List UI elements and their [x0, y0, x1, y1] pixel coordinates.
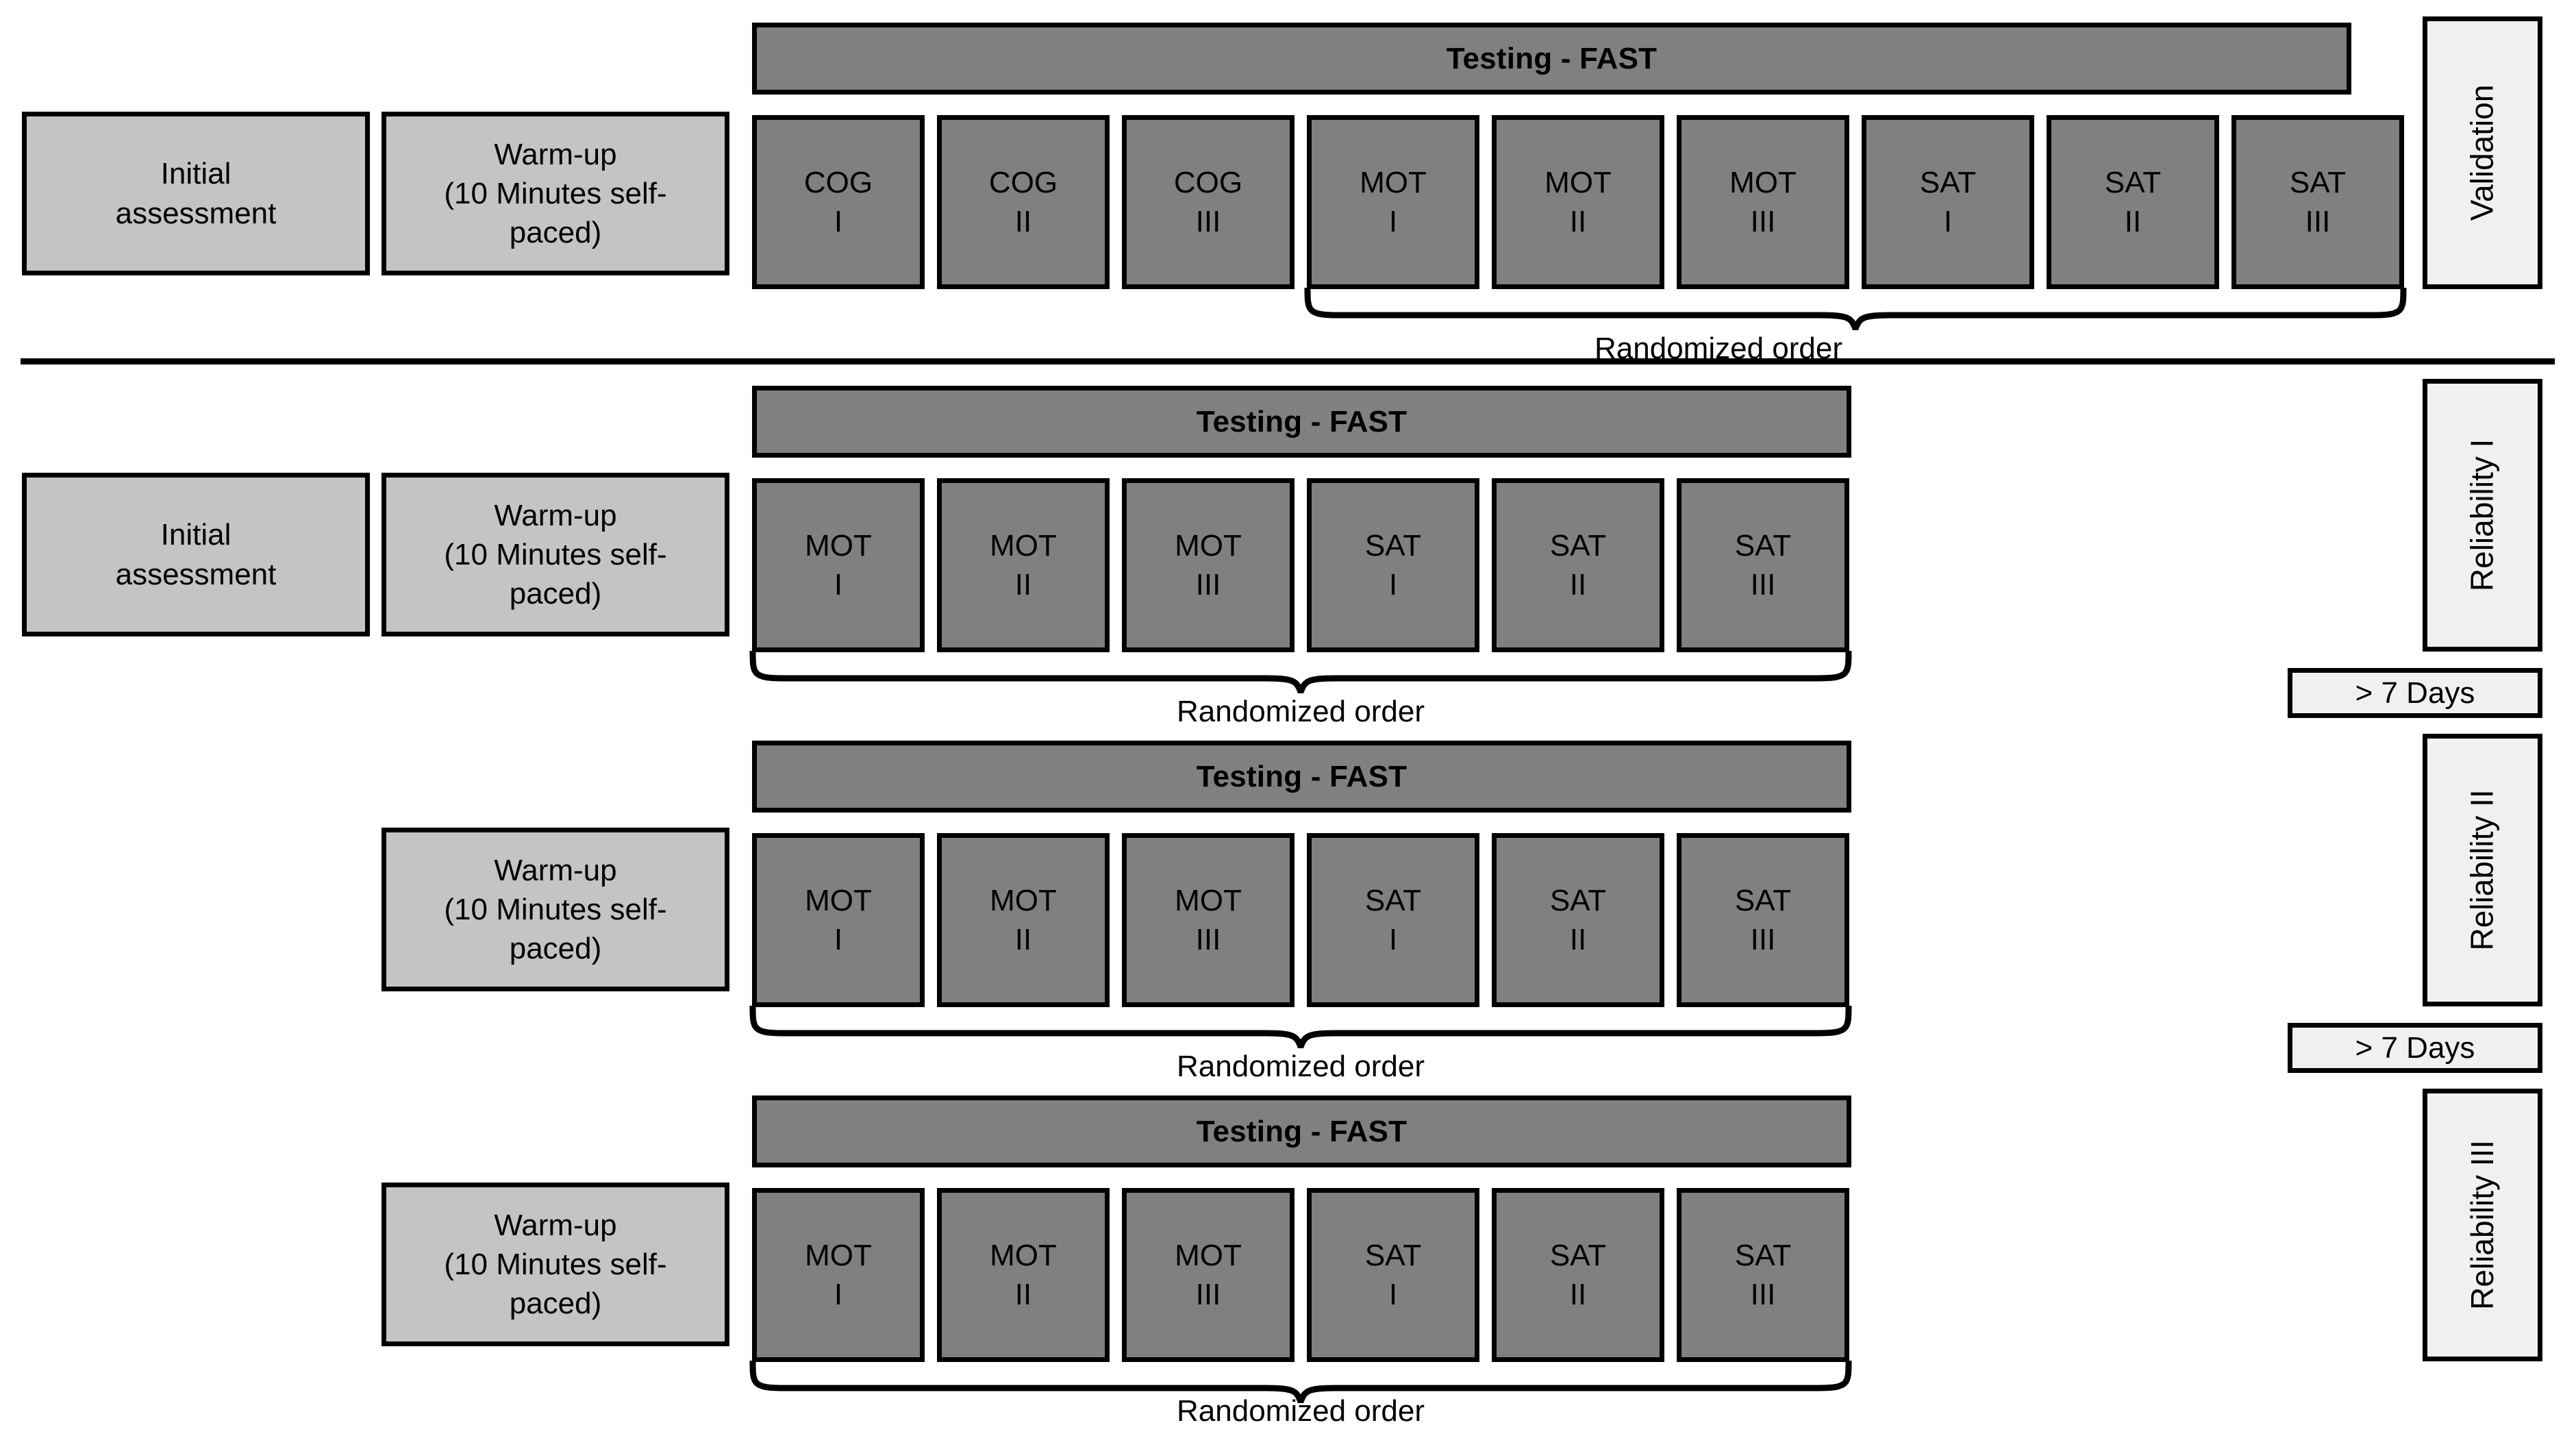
phase-box-reliability-3: Reliability III [2423, 1089, 2542, 1361]
task-block-mot-3: MOT III [1122, 833, 1295, 1007]
randomized-order-brace-reliability-1 [749, 651, 1853, 693]
task-block-label: SAT III [1734, 528, 1792, 602]
task-block-mot-1: MOT I [1307, 115, 1479, 289]
task-block-label: MOT I [805, 1238, 872, 1311]
warmup-box-reliability-2: Warm-up (10 Minutes self- paced) [382, 828, 729, 991]
phase-box-reliability-2: Reliability II [2423, 734, 2542, 1006]
randomized-order-brace-reliability-2 [749, 1006, 1853, 1048]
randomized-order-label-reliability-3: Randomized order [1177, 1394, 1425, 1428]
task-block-label: SAT III [1734, 1238, 1792, 1311]
phase-label-reliability-2: Reliability II [2464, 789, 2500, 951]
warmup-box-reliability-3: Warm-up (10 Minutes self- paced) [382, 1183, 729, 1346]
warmup-box-reliability-1: Warm-up (10 Minutes self- paced) [382, 473, 729, 636]
interval-label-2: > 7 Days [2355, 1030, 2475, 1065]
task-block-sat-2: SAT II [2047, 115, 2219, 289]
testing-fast-bar-validation: Testing - FAST [752, 23, 2351, 95]
warmup-box-validation: Warm-up (10 Minutes self- paced) [382, 112, 729, 275]
testing-fast-bar-reliability-1: Testing - FAST [752, 386, 1851, 458]
task-block-mot-2: MOT II [937, 833, 1110, 1007]
task-block-sat-1: SAT I [1307, 833, 1479, 1007]
task-block-cog-1: COG I [752, 115, 925, 289]
task-block-sat-2: SAT II [1492, 1188, 1664, 1362]
task-block-cog-2: COG II [937, 115, 1110, 289]
task-block-label: SAT III [2289, 165, 2347, 238]
task-block-label: MOT II [990, 528, 1057, 602]
task-block-sat-3: SAT III [1677, 833, 1849, 1007]
task-block-label: MOT III [1175, 1238, 1242, 1311]
task-block-label: SAT III [1734, 883, 1792, 956]
task-block-label: COG III [1173, 165, 1243, 238]
phase-label-reliability-3: Reliability III [2464, 1140, 2500, 1310]
warmup-label: Warm-up (10 Minutes self- paced) [444, 498, 667, 611]
task-block-cog-3: COG III [1122, 115, 1295, 289]
task-block-sat-2: SAT II [1492, 833, 1664, 1007]
testing-fast-label: Testing - FAST [1196, 404, 1408, 438]
initial-assessment-box-reliability-1: Initial assessment [22, 473, 370, 636]
randomized-order-label-reliability-1: Randomized order [1177, 695, 1425, 728]
task-block-label: MOT III [1729, 165, 1797, 238]
task-block-sat-2: SAT II [1492, 478, 1664, 652]
randomized-order-label-reliability-2: Randomized order [1177, 1050, 1425, 1083]
task-block-mot-2: MOT II [937, 1188, 1110, 1362]
interval-box-2: > 7 Days [2288, 1023, 2542, 1073]
task-block-label: SAT II [1549, 883, 1607, 956]
task-block-label: SAT I [1364, 528, 1422, 602]
testing-fast-bar-reliability-2: Testing - FAST [752, 741, 1851, 813]
task-block-label: MOT II [990, 1238, 1057, 1311]
phase-label-reliability-1: Reliability I [2464, 438, 2500, 592]
task-block-sat-3: SAT III [2231, 115, 2404, 289]
task-block-sat-1: SAT I [1307, 478, 1479, 652]
task-block-mot-2: MOT II [1492, 115, 1664, 289]
randomized-order-brace-validation [1303, 288, 2408, 330]
task-block-mot-3: MOT III [1677, 115, 1849, 289]
interval-label-1: > 7 Days [2355, 676, 2475, 710]
task-block-label: MOT II [990, 883, 1057, 956]
task-block-sat-3: SAT III [1677, 1188, 1849, 1362]
testing-fast-bar-reliability-3: Testing - FAST [752, 1095, 1851, 1167]
task-block-mot-3: MOT III [1122, 1188, 1295, 1362]
initial-assessment-label: Initial assessment [115, 518, 277, 591]
task-block-label: SAT I [1919, 165, 1977, 238]
task-block-label: COG I [803, 165, 873, 238]
task-block-label: MOT III [1175, 883, 1242, 956]
task-block-label: COG II [988, 165, 1058, 238]
task-block-label: SAT I [1364, 1238, 1422, 1311]
task-block-label: MOT I [805, 528, 872, 602]
task-block-label: SAT II [1549, 528, 1607, 602]
task-block-mot-2: MOT II [937, 478, 1110, 652]
warmup-label: Warm-up (10 Minutes self- paced) [444, 853, 667, 966]
task-block-label: MOT I [1360, 165, 1427, 238]
task-block-label: MOT III [1175, 528, 1242, 602]
warmup-label: Warm-up (10 Minutes self- paced) [444, 1208, 667, 1321]
phase-box-validation: Validation [2423, 16, 2542, 289]
task-block-sat-1: SAT I [1307, 1188, 1479, 1362]
task-block-label: SAT II [1549, 1238, 1607, 1311]
initial-assessment-box-validation: Initial assessment [22, 112, 370, 275]
testing-fast-label: Testing - FAST [1196, 1114, 1408, 1148]
task-block-sat-1: SAT I [1862, 115, 2034, 289]
testing-fast-label: Testing - FAST [1196, 759, 1408, 793]
task-block-mot-1: MOT I [752, 1188, 925, 1362]
task-block-label: MOT I [805, 883, 872, 956]
initial-assessment-label: Initial assessment [115, 157, 277, 230]
task-block-label: MOT II [1545, 165, 1612, 238]
section-divider [21, 358, 2555, 364]
interval-box-1: > 7 Days [2288, 668, 2542, 718]
testing-fast-label: Testing - FAST [1446, 41, 1658, 75]
warmup-label: Warm-up (10 Minutes self- paced) [444, 137, 667, 250]
task-block-label: SAT II [2104, 165, 2162, 238]
task-block-sat-3: SAT III [1677, 478, 1849, 652]
task-block-mot-3: MOT III [1122, 478, 1295, 652]
task-block-label: SAT I [1364, 883, 1422, 956]
task-block-mot-1: MOT I [752, 833, 925, 1007]
phase-label-validation: Validation [2464, 84, 2500, 221]
phase-box-reliability-1: Reliability I [2423, 379, 2542, 652]
task-block-mot-1: MOT I [752, 478, 925, 652]
